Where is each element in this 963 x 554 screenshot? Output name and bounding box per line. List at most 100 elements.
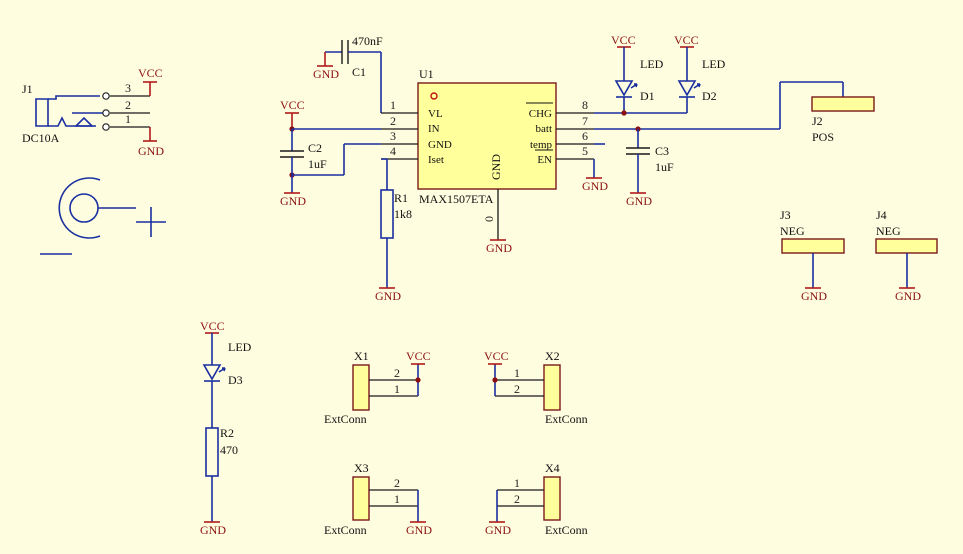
x4-value: ExtConn — [545, 523, 588, 537]
j1-vcc-symbol: VCC — [138, 66, 163, 96]
d1-led[interactable]: VCC LED D1 — [611, 33, 664, 113]
x4-ext-connector[interactable]: X4 GND 1 2 ExtConn — [485, 461, 588, 537]
d3-led[interactable]: VCC LED D3 — [200, 319, 252, 428]
u1-pin-7-name: batt — [536, 123, 553, 135]
u1-pin-5-name: EN — [537, 154, 552, 166]
j1-vcc-label: VCC — [138, 66, 163, 80]
r1-resistor[interactable]: R1 1k8 — [380, 189, 412, 288]
x2-pin-top: 1 — [514, 366, 520, 380]
j4-ref: J4 — [876, 208, 887, 222]
x3-pin-top: 2 — [394, 476, 400, 490]
d3-led-label: LED — [228, 340, 252, 354]
u1-pin-5-num: 5 — [582, 144, 588, 158]
d1-ref: D1 — [640, 89, 655, 103]
j4-value: NEG — [876, 224, 901, 238]
u1-pin-7-num: 7 — [582, 114, 588, 128]
c1-gnd-symbol: GND — [313, 52, 339, 81]
c2-capacitor[interactable]: C2 1uF — [280, 129, 327, 193]
c3-capacitor[interactable]: C3 1uF — [626, 129, 674, 193]
u1-ref: U1 — [419, 67, 434, 81]
u1-pin-8-num: 8 — [582, 98, 588, 112]
j2-value: POS — [812, 130, 834, 144]
j1-gnd-symbol: GND — [138, 127, 164, 158]
u1-gnd-pin-label: GND — [489, 154, 503, 180]
j1-ref: J1 — [22, 82, 33, 96]
j1-gnd-label: GND — [138, 144, 164, 158]
j1-pin-2: 2 — [125, 98, 131, 112]
u1-gnd-pin-num: 0 — [482, 216, 496, 222]
j4-neg-terminal[interactable]: J4 NEG GND — [875, 208, 938, 303]
u1-pin-6-num: 6 — [582, 129, 588, 143]
u1-pin-6-name: temp — [530, 139, 552, 151]
x3-ref: X3 — [354, 461, 369, 475]
c1-capacitor[interactable]: 470nF C1 — [325, 34, 383, 113]
x2-pin-bottom: 2 — [514, 382, 520, 396]
d2-led[interactable]: VCC LED D2 — [674, 33, 726, 113]
c1-ref: C1 — [352, 65, 366, 79]
c3-gnd-label: GND — [626, 194, 652, 208]
j1-value: DC10A — [22, 131, 60, 145]
u1-pin-1-num: 1 — [390, 98, 396, 112]
j2-pos-terminal[interactable]: J2 POS — [811, 96, 875, 144]
u1-pin-4-num: 4 — [390, 144, 396, 158]
vcc-input-net: VCC — [280, 98, 388, 190]
in-vcc-label: VCC — [280, 98, 305, 112]
u1-gnd-symbol: GND — [486, 239, 512, 255]
u1-pin-8-name: CHG — [529, 108, 552, 120]
r1-gnd-label: GND — [375, 289, 401, 303]
x3-value: ExtConn — [324, 523, 367, 537]
c1-gnd-label: GND — [313, 67, 339, 81]
d2-ref: D2 — [702, 89, 717, 103]
r1-ref: R1 — [394, 191, 408, 205]
x1-ref: X1 — [354, 349, 369, 363]
c2-ref: C2 — [308, 141, 322, 155]
d2-vcc-label: VCC — [674, 33, 699, 47]
u1-pin-2-name: IN — [428, 123, 440, 135]
x4-gnd-label: GND — [485, 523, 511, 537]
x2-value: ExtConn — [545, 412, 588, 426]
x3-ext-connector[interactable]: X3 GND 2 1 ExtConn — [324, 461, 432, 537]
c1-value: 470nF — [352, 34, 383, 48]
c3-value: 1uF — [655, 160, 674, 174]
chg-net — [594, 110, 687, 116]
x2-vcc-label: VCC — [484, 349, 509, 363]
u1-pin-3-name: GND — [428, 139, 452, 151]
j3-neg-terminal[interactable]: J3 NEG GND — [780, 208, 845, 303]
j3-value: NEG — [780, 224, 805, 238]
d1-led-label: LED — [640, 57, 664, 71]
j1-pin-3: 3 — [125, 81, 131, 95]
x1-pin-top: 2 — [394, 366, 400, 380]
r2-value: 470 — [220, 443, 238, 457]
r1-value: 1k8 — [394, 207, 412, 221]
x3-pin-bottom: 1 — [394, 492, 400, 506]
c2-value: 1uF — [308, 157, 327, 171]
x1-vcc-label: VCC — [406, 349, 431, 363]
u1-gnd-label: GND — [486, 241, 512, 255]
j1-dc-jack[interactable]: J1 DC10A 3 2 1 — [22, 81, 150, 145]
d3-vcc-label: VCC — [200, 319, 225, 333]
x1-ext-connector[interactable]: X1 VCC 2 1 ExtConn — [324, 349, 431, 426]
c2-gnd-label: GND — [280, 194, 306, 208]
x1-pin-bottom: 1 — [394, 382, 400, 396]
c3-ref: C3 — [655, 144, 669, 158]
x3-gnd-label: GND — [406, 523, 432, 537]
r2-resistor[interactable]: R2 470 GND — [200, 426, 238, 537]
x4-pin-bottom: 2 — [514, 492, 520, 506]
j3-ref: J3 — [780, 208, 791, 222]
en-gnd-symbol: GND — [582, 177, 608, 193]
j1-pin-1: 1 — [125, 112, 131, 126]
en-gnd-label: GND — [582, 179, 608, 193]
d1-vcc-label: VCC — [611, 33, 636, 47]
u1-charger-ic[interactable]: U1 MAX1507ETA GND 1 2 3 4 VL IN GND Iset… — [381, 67, 594, 240]
r1-gnd-symbol: GND — [375, 287, 401, 303]
dc-polarity-symbol — [40, 177, 166, 255]
r2-gnd-label: GND — [200, 523, 226, 537]
j2-ref: J2 — [812, 114, 823, 128]
d3-ref: D3 — [228, 373, 243, 387]
j3-gnd-label: GND — [801, 289, 827, 303]
x2-ext-connector[interactable]: X2 VCC 1 2 ExtConn — [484, 349, 588, 426]
x4-ref: X4 — [545, 461, 560, 475]
u1-pin-1-name: VL — [428, 108, 443, 120]
u1-pin-2-num: 2 — [390, 114, 396, 128]
